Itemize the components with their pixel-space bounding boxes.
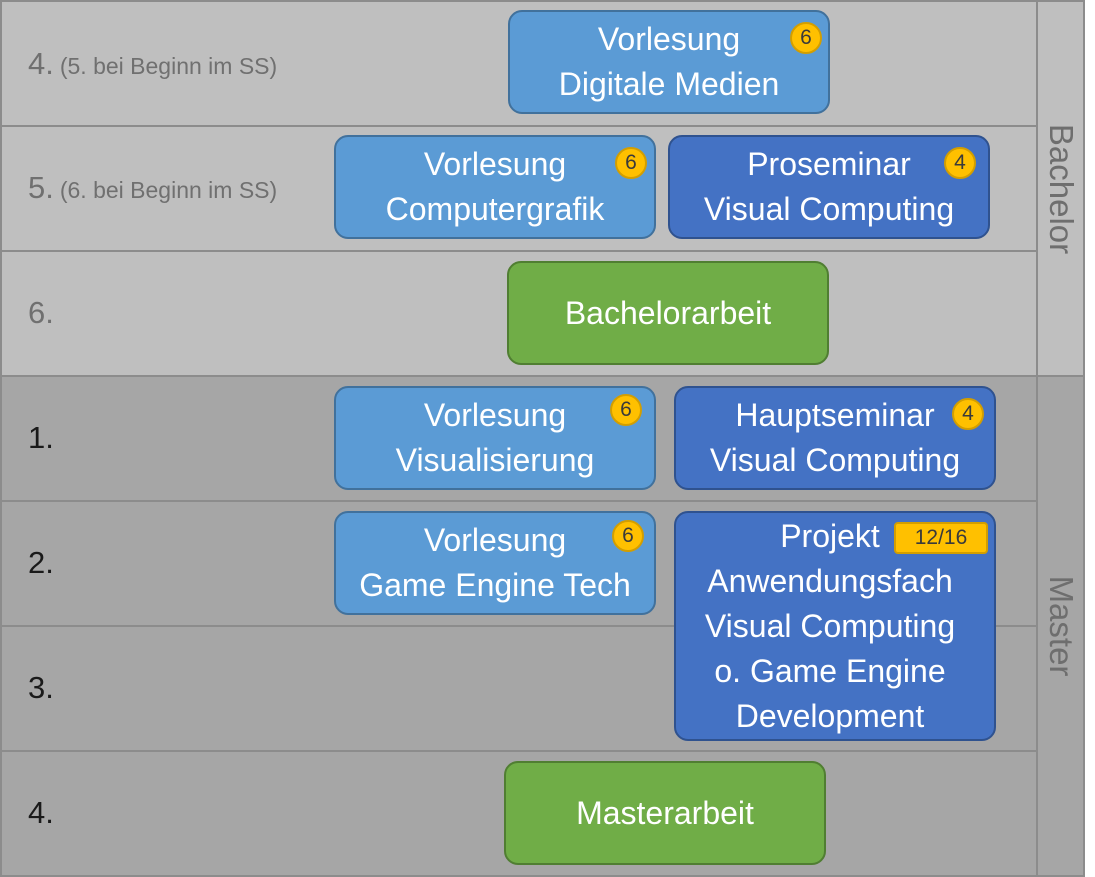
master-band-label: Master: [1043, 575, 1080, 676]
course-title: Game Engine Tech: [359, 567, 631, 603]
course-title: Development: [735, 697, 925, 734]
course-title: Visualisierung: [395, 442, 595, 478]
course-type: Proseminar: [747, 146, 911, 182]
row-divider: [1, 625, 1037, 627]
semester-number: 4.: [28, 795, 54, 830]
course-hauptseminar: Hauptseminar Visual Computing: [674, 386, 996, 490]
bachelor-band-label: Bachelor: [1043, 123, 1080, 255]
semester-label: 5.(6. bei Beginn im SS): [28, 168, 277, 208]
master-band: Master: [1038, 376, 1084, 875]
row-divider: [1, 750, 1037, 752]
row-divider: [1, 375, 1037, 377]
course-title: o. Game Engine: [714, 652, 946, 689]
semester-label: 4.(5. bei Beginn im SS): [28, 44, 277, 84]
course-computergrafik: Vorlesung Computergrafik: [334, 135, 656, 239]
course-type: Projekt: [780, 517, 880, 554]
credits-badge: 6: [610, 394, 642, 426]
semester-note: (6. bei Beginn im SS): [59, 177, 278, 203]
course-title: Digitale Medien: [558, 66, 780, 102]
semester-number: 6.: [28, 295, 54, 330]
frame-right: [1083, 0, 1085, 877]
semester-label: 2.: [28, 543, 54, 583]
semester-label: 3.: [28, 668, 54, 708]
course-type: Vorlesung: [423, 146, 567, 182]
course-title: Visual Computing: [704, 607, 956, 644]
frame-bottom: [0, 875, 1085, 877]
credits-badge: 6: [790, 22, 822, 54]
credits-badge: 12/16: [894, 522, 988, 554]
row-divider: [1, 500, 1037, 502]
credits-badge: 4: [952, 398, 984, 430]
credits-badge: 4: [944, 147, 976, 179]
course-type: Hauptseminar: [735, 397, 935, 433]
semester-number: 1.: [28, 420, 54, 455]
semester-number: 2.: [28, 545, 54, 580]
course-digitale-medien: Vorlesung Digitale Medien: [508, 10, 830, 114]
frame-left: [0, 0, 2, 877]
bachelor-band: Bachelor: [1038, 2, 1084, 376]
course-proseminar: Proseminar Visual Computing: [668, 135, 990, 239]
semester-label: 6.: [28, 293, 54, 333]
semester-number: 3.: [28, 670, 54, 705]
semester-number: 4.: [28, 46, 54, 81]
course-projekt-anwendungsfach: Projekt Anwendungsfach Visual Computing …: [674, 511, 996, 741]
course-type: Vorlesung: [423, 397, 567, 433]
course-type: Vorlesung: [597, 21, 741, 57]
course-title: Computergrafik: [385, 191, 605, 227]
course-visualisierung: Vorlesung Visualisierung: [334, 386, 656, 490]
row-divider: [1, 125, 1037, 127]
semester-number: 5.: [28, 170, 54, 205]
band-divider: [1038, 375, 1084, 377]
course-title: Bachelorarbeit: [564, 294, 772, 331]
course-type: Vorlesung: [423, 522, 567, 558]
frame-band-divider: [1036, 0, 1038, 877]
semester-note: (5. bei Beginn im SS): [59, 53, 278, 79]
course-title: Masterarbeit: [576, 794, 754, 831]
course-bachelorarbeit: Bachelorarbeit: [507, 261, 829, 365]
course-title: Anwendungsfach: [707, 562, 953, 599]
credits-badge: 6: [615, 147, 647, 179]
frame-top: [0, 0, 1085, 2]
credits-badge: 6: [612, 520, 644, 552]
course-game-engine-tech: Vorlesung Game Engine Tech: [334, 511, 656, 615]
course-masterarbeit: Masterarbeit: [504, 761, 826, 865]
course-title: Visual Computing: [703, 191, 955, 227]
semester-label: 1.: [28, 418, 54, 458]
semester-label: 4.: [28, 793, 54, 833]
row-divider: [1, 250, 1037, 252]
course-title: Visual Computing: [709, 442, 961, 478]
